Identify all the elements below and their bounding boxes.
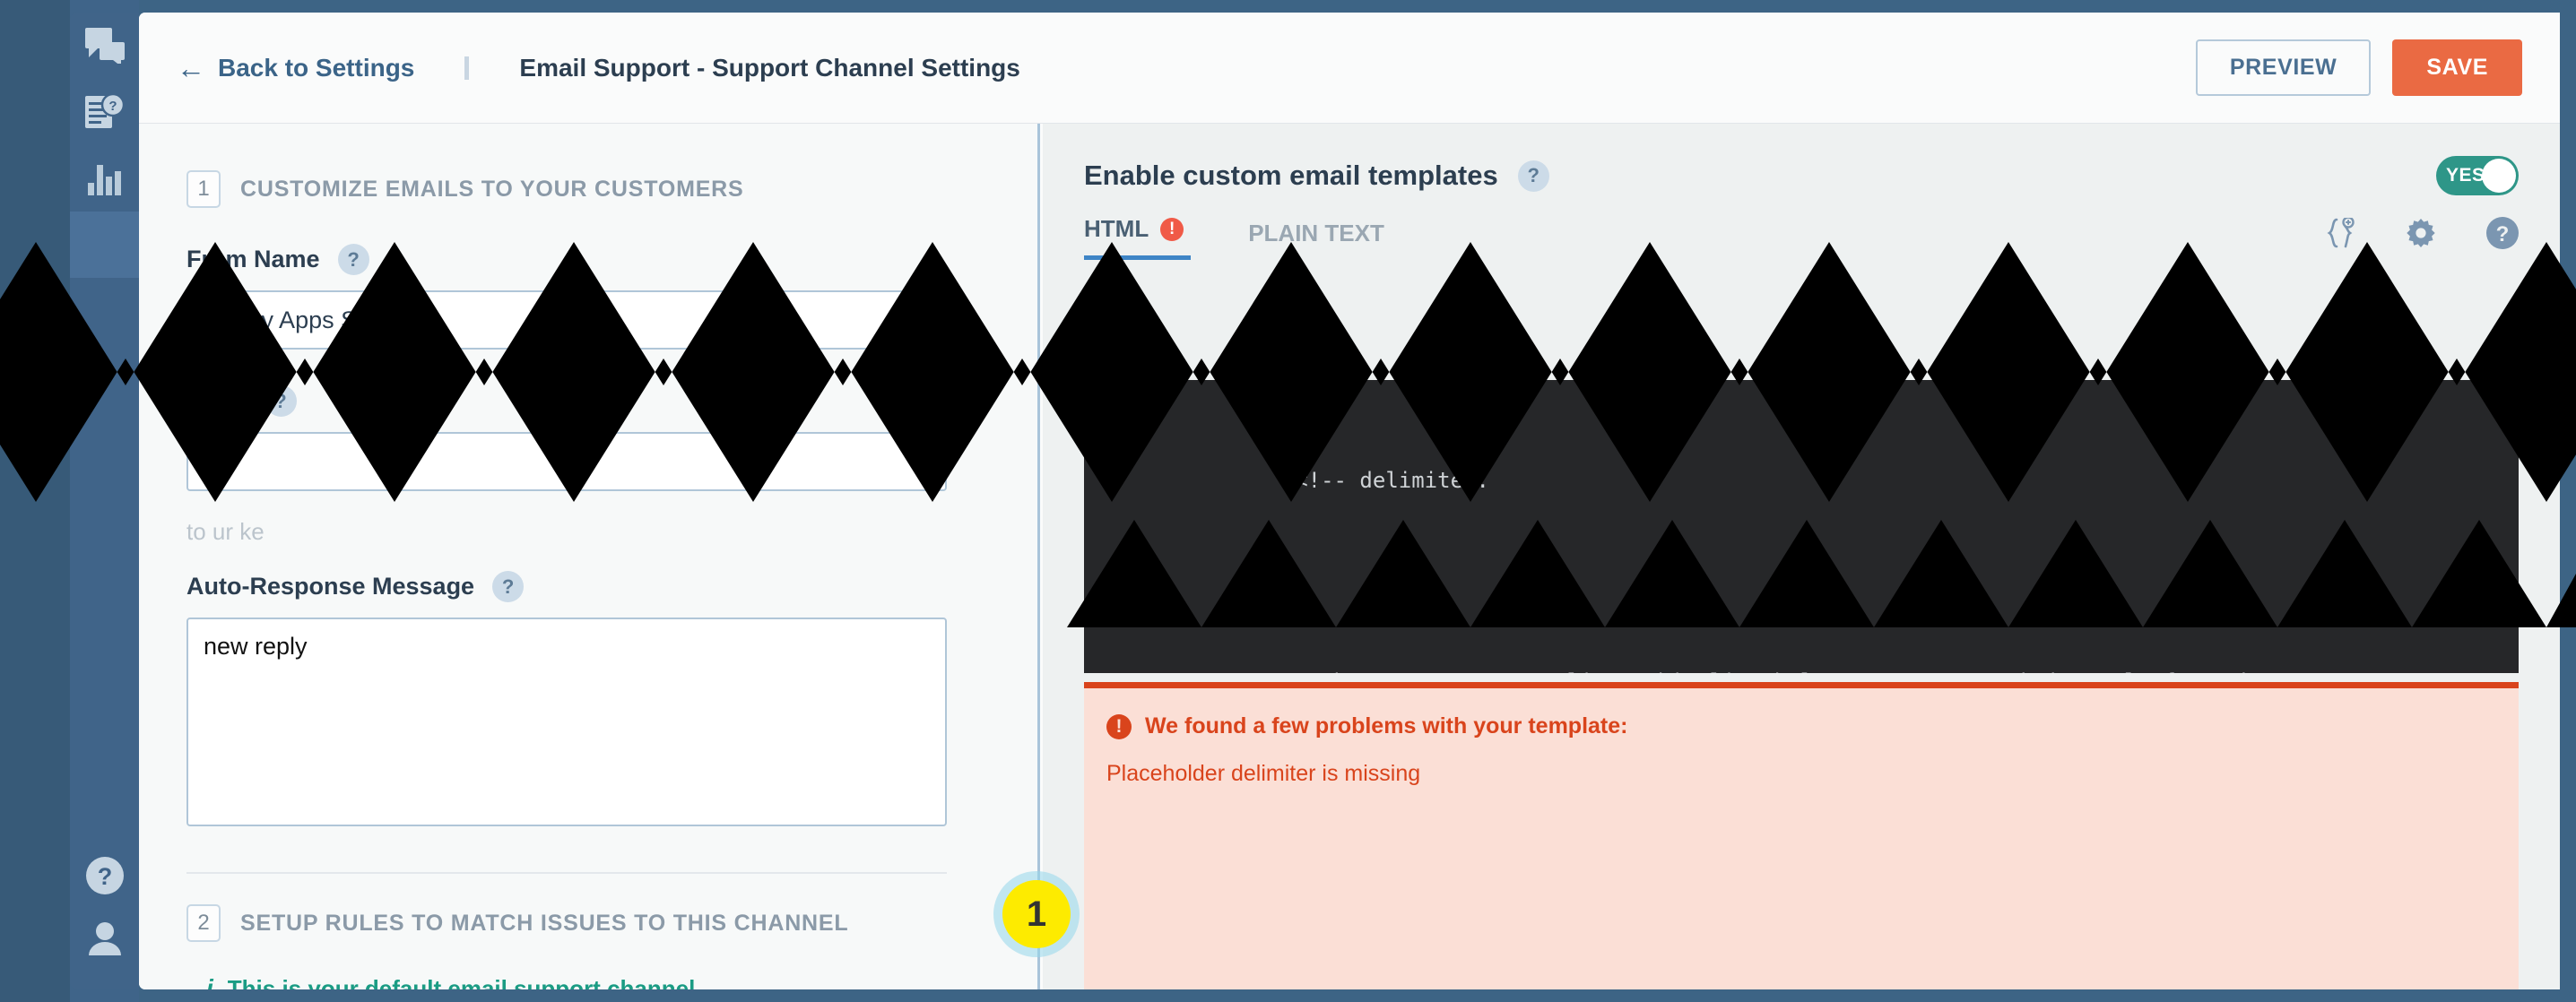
alert-title-row: ! We found a few problems with your temp… bbox=[1106, 713, 2519, 739]
bar-chart-icon bbox=[87, 161, 123, 195]
step-2-header: 2 SETUP RULES TO MATCH ISSUES TO THIS CH… bbox=[186, 904, 1037, 942]
default-channel-info: i This is your default email support cha… bbox=[206, 974, 1037, 989]
sidebar-item-active[interactable] bbox=[70, 212, 139, 278]
auto-response-help-icon[interactable]: ? bbox=[492, 571, 525, 602]
toggle-label: YES bbox=[2446, 165, 2485, 186]
back-to-settings-label: Back to Settings bbox=[218, 53, 415, 82]
tab-html-label: HTML bbox=[1084, 215, 1149, 242]
chat-icon bbox=[84, 28, 125, 64]
help-circle-icon[interactable]: ? bbox=[2486, 217, 2519, 249]
step-2-number: 2 bbox=[186, 904, 221, 942]
insert-placeholder-icon[interactable] bbox=[2327, 218, 2355, 248]
svg-text:?: ? bbox=[108, 99, 117, 114]
info-icon: i bbox=[206, 974, 213, 989]
step-2-label: SETUP RULES TO MATCH ISSUES TO THIS CHAN… bbox=[240, 910, 849, 936]
alert-item: Placeholder delimiter is missing bbox=[1106, 761, 1421, 786]
template-pane: Enable custom email templates ? YES HTML… bbox=[1043, 124, 2560, 989]
gear-icon[interactable] bbox=[2406, 218, 2436, 248]
auto-response-field: Auto-Response Message ? bbox=[186, 571, 1037, 831]
svg-text:?: ? bbox=[2496, 222, 2510, 246]
template-title: Enable custom email templates bbox=[1084, 160, 1498, 191]
faq-doc-icon: ? bbox=[84, 93, 125, 131]
user-icon bbox=[86, 920, 124, 957]
arrow-left-icon: ← bbox=[177, 51, 205, 84]
html-template-editor[interactable]: <!-- delimiter: When a customer replies,… bbox=[1084, 380, 2519, 673]
svg-text:?: ? bbox=[97, 863, 112, 890]
code-line: When a customer replies, this line helps… bbox=[1084, 662, 2519, 673]
sidebar-item-help[interactable]: ? bbox=[70, 842, 139, 909]
template-error-alert: ! We found a few problems with your temp… bbox=[1084, 682, 2519, 989]
sidebar-item-chat[interactable] bbox=[70, 13, 139, 79]
from-email-input[interactable] bbox=[186, 432, 947, 491]
template-header: Enable custom email templates ? YES bbox=[1084, 156, 2519, 195]
obscured-hint-text: to ur ke bbox=[186, 518, 265, 545]
alert-icon: ! bbox=[1106, 713, 1132, 739]
auto-response-textarea[interactable] bbox=[186, 618, 947, 826]
toggle-knob bbox=[2482, 159, 2516, 193]
save-button[interactable]: SAVE bbox=[2392, 39, 2522, 96]
left-pane-divider bbox=[186, 872, 947, 874]
step-1-label: CUSTOMIZE EMAILS TO YOUR CUSTOMERS bbox=[240, 176, 744, 202]
tab-html-error-icon: ! bbox=[1160, 217, 1184, 241]
help-circle-icon: ? bbox=[85, 857, 124, 894]
auto-response-label: Auto-Response Message bbox=[186, 573, 475, 600]
preview-button[interactable]: PREVIEW bbox=[2195, 39, 2372, 96]
tab-html[interactable]: HTML ! bbox=[1084, 215, 1192, 260]
step-1-number: 1 bbox=[186, 170, 221, 208]
from-email-field: From ? bbox=[186, 385, 1037, 491]
tab-plain-text-label: PLAIN TEXT bbox=[1248, 220, 1384, 246]
topbar-divider bbox=[464, 56, 470, 80]
sidebar-item-reports[interactable] bbox=[70, 145, 139, 212]
tour-step-badge[interactable]: 1 bbox=[1002, 880, 1071, 948]
from-name-input[interactable] bbox=[186, 290, 947, 350]
tab-plain-text[interactable]: PLAIN TEXT bbox=[1248, 220, 1392, 260]
back-to-settings-link[interactable]: ← Back to Settings bbox=[177, 54, 414, 82]
template-help-icon[interactable]: ? bbox=[1517, 160, 1549, 192]
step-1-header: 1 CUSTOMIZE EMAILS TO YOUR CUSTOMERS bbox=[186, 170, 1037, 208]
editor-toolbar: ? bbox=[2327, 217, 2519, 260]
template-tabs: HTML ! PLAIN TEXT bbox=[1084, 215, 2519, 260]
from-name-help-icon[interactable]: ? bbox=[337, 244, 369, 275]
from-email-help-icon[interactable]: ? bbox=[265, 385, 297, 417]
from-name-field: From Name ? bbox=[186, 244, 1037, 350]
page-title: Email Support - Support Channel Settings bbox=[519, 53, 1020, 82]
code-line: <!-- delimiter: bbox=[1088, 468, 1489, 493]
from-name-label: From Name bbox=[186, 246, 320, 272]
settings-pane: 1 CUSTOMIZE EMAILS TO YOUR CUSTOMERS Fro… bbox=[139, 124, 1040, 989]
default-channel-info-text: This is your default email support chann… bbox=[227, 974, 696, 990]
sidebar-edge bbox=[0, 0, 70, 1002]
alert-title-text: We found a few problems with your templa… bbox=[1145, 713, 1628, 739]
topbar: ← Back to Settings Email Support - Suppo… bbox=[139, 13, 2560, 124]
main-card: ← Back to Settings Email Support - Suppo… bbox=[139, 13, 2560, 989]
from-email-label: From bbox=[186, 387, 247, 414]
topbar-actions: PREVIEW SAVE bbox=[2195, 39, 2522, 96]
sidebar-item-account[interactable] bbox=[70, 905, 139, 972]
sidebar: ? ? bbox=[0, 0, 139, 1002]
sidebar-item-knowledge-base[interactable]: ? bbox=[70, 79, 139, 145]
body-split: 1 CUSTOMIZE EMAILS TO YOUR CUSTOMERS Fro… bbox=[139, 124, 2560, 989]
enable-templates-toggle[interactable]: YES bbox=[2436, 156, 2519, 195]
